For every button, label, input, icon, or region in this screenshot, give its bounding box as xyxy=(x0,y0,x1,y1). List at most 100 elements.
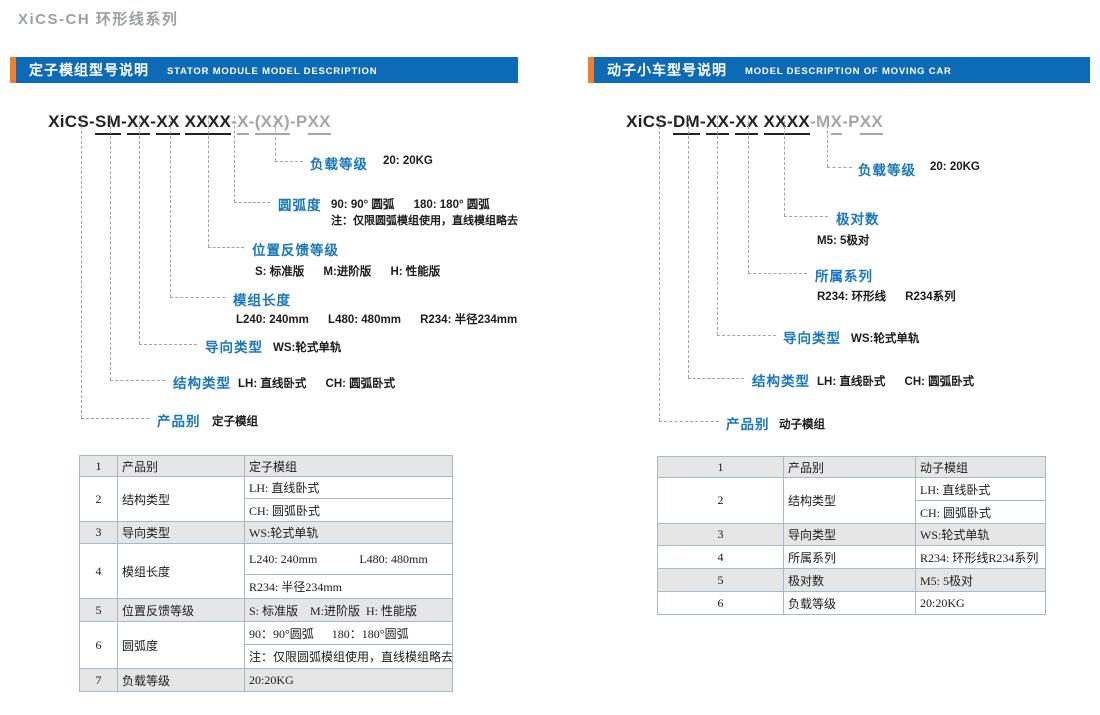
annotation-desc: 20: 20KG xyxy=(930,161,980,173)
table-row: CH: 圆弧卧式 xyxy=(80,498,453,522)
table-row: CH: 圆弧卧式 xyxy=(658,500,1046,524)
table-row: 6 圆弧度 90：90°圆弧 180：180°圆弧 xyxy=(79,621,453,669)
model-segment: XX xyxy=(307,112,331,135)
leader-line xyxy=(688,116,689,378)
leader-line xyxy=(275,116,276,161)
table-row: 6 负载等级 20:20KG xyxy=(657,591,1046,615)
page-title: XiCS-CH 环形线系列 xyxy=(18,11,179,28)
leader-line xyxy=(139,116,140,344)
annotation-desc: 90: 90° 圆弧 180: 180° 圆弧 xyxy=(331,199,490,211)
row-name-cell: 负载等级 xyxy=(783,591,916,615)
section-title-en: MODEL DESCRIPTION OF MOVING CAR xyxy=(745,65,952,77)
header-accent-bar xyxy=(10,57,16,83)
annotation-label: 导向类型 xyxy=(783,331,841,346)
leader-line xyxy=(139,344,197,345)
row-value-cell: LH: 直线卧式 xyxy=(915,477,1046,501)
model-segment: XiCS- xyxy=(48,112,95,131)
leader-line xyxy=(827,116,828,167)
row-value-cell: CH: 圆弧卧式 xyxy=(915,500,1046,524)
stator-model-string: XiCS-SM-XX-XX XXXX-X-(XX)-PXX xyxy=(28,92,331,155)
annotation-desc: LH: 直线卧式 CH: 圆弧卧式 xyxy=(238,378,396,390)
section-header-moving-car: 动子小车型号说明 MODEL DESCRIPTION OF MOVING CAR xyxy=(588,57,1090,83)
model-segment: P xyxy=(295,112,308,131)
header-accent-bar xyxy=(588,57,594,83)
leader-line xyxy=(784,216,828,217)
model-segment: - xyxy=(729,112,736,131)
leader-line xyxy=(275,161,303,162)
row-number-cell: 5 xyxy=(657,568,784,592)
model-segment: XXXX xyxy=(184,112,232,135)
model-segment: XX xyxy=(735,112,759,135)
row-value-cell: 注：仅限圆弧模组使用，直线模组略去 xyxy=(244,644,453,669)
row-name-cell: 所属系列 xyxy=(783,545,916,569)
model-segment: SM xyxy=(94,112,122,135)
row-value-cell: R234: 半径234mm xyxy=(244,574,453,599)
model-segment: (XX) xyxy=(254,112,290,135)
row-number-cell: 2 xyxy=(79,476,118,522)
model-segment: XiCS- xyxy=(626,112,673,131)
row-name-cell: 结构类型 xyxy=(783,477,916,524)
annotation-desc: 20: 20KG xyxy=(383,155,433,167)
table-row: 2 结构类型 LH: 直线卧式 xyxy=(657,477,1046,524)
annotation-desc: R234: 环形线 R234系列 xyxy=(817,291,956,303)
leader-line xyxy=(717,116,718,335)
row-number-cell: 6 xyxy=(79,621,118,669)
annotation-desc: M5: 5极对 xyxy=(817,235,870,247)
row-number-cell: 3 xyxy=(657,523,784,546)
annotation-label: 产品别 xyxy=(726,417,770,432)
model-segment: XX xyxy=(156,112,180,135)
model-segment: X xyxy=(830,112,843,135)
leader-line xyxy=(170,116,171,297)
row-number-cell: 3 xyxy=(79,521,118,544)
leader-line xyxy=(110,380,165,381)
model-segment: - xyxy=(121,112,128,131)
model-segment: DM xyxy=(672,112,700,135)
row-name-cell: 结构类型 xyxy=(117,476,245,522)
row-number-cell: 1 xyxy=(657,456,784,478)
table-row: 1 产品别 动子模组 xyxy=(657,456,1046,478)
leader-line xyxy=(208,247,244,248)
table-row: 5 位置反馈等级 S: 标准版 M:进阶版 H: 性能版 xyxy=(79,598,453,622)
leader-line xyxy=(784,116,785,216)
annotation-label: 圆弧度 xyxy=(278,198,322,213)
annotation-desc: WS:轮式单轨 xyxy=(273,342,342,354)
row-number-cell: 6 xyxy=(657,591,784,615)
annotation-label: 负载等级 xyxy=(310,157,368,172)
row-number-cell: 4 xyxy=(657,545,784,569)
table-row: R234: 半径234mm xyxy=(80,574,453,599)
stator-spec-table: 1 产品别 定子模组 2 结构类型 LH: 直线卧式 CH: 圆弧卧式 3 导向… xyxy=(79,455,453,692)
model-segment: X xyxy=(237,112,249,135)
row-name-cell: 模组长度 xyxy=(117,543,245,599)
row-name-cell: 负载等级 xyxy=(117,668,245,692)
row-name-cell: 导向类型 xyxy=(783,523,916,546)
row-value-cell: WS:轮式单轨 xyxy=(915,523,1046,546)
row-name-cell: 产品别 xyxy=(783,456,916,478)
leader-line xyxy=(234,116,235,202)
section-header-stator: 定子模组型号说明 STATOR MODULE MODEL DESCRIPTION xyxy=(10,57,518,83)
row-name-cell: 导向类型 xyxy=(117,521,245,544)
table-row: 3 导向类型 WS:轮式单轨 xyxy=(79,521,453,544)
annotation-desc: 定子模组 xyxy=(212,416,258,428)
table-row: 4 所属系列 R234: 环形线R234系列 xyxy=(657,545,1046,569)
leader-line xyxy=(717,335,776,336)
table-row: 2 结构类型 LH: 直线卧式 xyxy=(79,476,453,522)
model-segment: - xyxy=(150,112,157,131)
annotation-label: 模组长度 xyxy=(233,293,291,308)
row-value-cell: 20:20KG xyxy=(244,668,453,692)
model-segment: - xyxy=(699,112,706,131)
model-segment: - xyxy=(289,112,296,131)
model-segment: - xyxy=(248,112,255,131)
leader-line xyxy=(748,116,749,273)
row-value-cell: S: 标准版 M:进阶版 H: 性能版 xyxy=(244,598,453,622)
model-segment: - xyxy=(842,112,849,131)
model-segment: XXXX xyxy=(763,112,811,135)
annotation-label: 导向类型 xyxy=(205,340,263,355)
leader-line xyxy=(81,116,82,418)
model-segment: M xyxy=(816,112,831,131)
row-value-cell: WS:轮式单轨 xyxy=(244,521,453,544)
table-row: 1 产品别 定子模组 xyxy=(79,455,453,477)
leader-line xyxy=(234,202,270,203)
table-row: 4 模组长度 L240: 240mm L480: 480mm xyxy=(79,543,453,599)
leader-line xyxy=(827,167,852,168)
